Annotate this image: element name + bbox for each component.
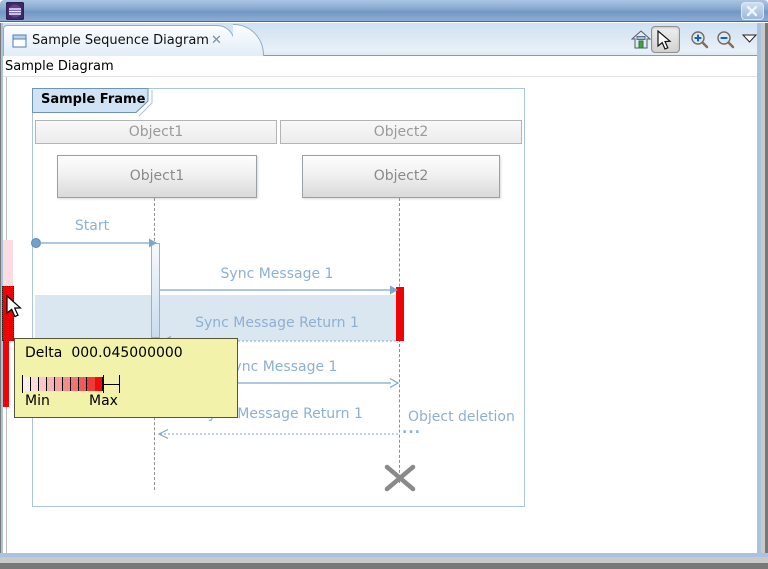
time-range-highlight <box>35 295 397 341</box>
tab-label: Sample Sequence Diagram <box>32 33 209 48</box>
lifeline-header-object1[interactable]: Object1 <box>35 120 277 144</box>
async-message-1-label[interactable]: Async Message 1 <box>216 359 338 375</box>
scale-end-tick <box>119 375 120 393</box>
scale-max-label: Max <box>89 393 118 409</box>
zoom-out-icon <box>717 31 735 49</box>
start-message-label[interactable]: Start <box>74 218 110 234</box>
zoom-in-button[interactable] <box>687 27 711 51</box>
scale-segment <box>39 377 47 391</box>
frame-label-pentagon[interactable] <box>32 88 166 117</box>
object-deletion-label[interactable]: Object deletion <box>408 409 515 425</box>
scale-segment <box>87 377 95 391</box>
window-border-left <box>0 23 1 569</box>
window-close-icon <box>746 5 758 17</box>
time-compression-segment-selected[interactable] <box>2 286 14 341</box>
sync-message-return-1-label[interactable]: Sync Message Return 1 <box>195 315 359 331</box>
sequence-view-icon <box>12 34 27 48</box>
window-border-bottom-outer <box>0 563 768 569</box>
delta-color-scale <box>22 374 120 394</box>
zoom-in-icon <box>691 31 709 49</box>
time-compression-segment-low[interactable] <box>3 240 13 287</box>
object1-activation-bar[interactable] <box>151 243 160 338</box>
window-border-bottom-inner <box>0 553 768 557</box>
delta-tooltip-text: Delta 000.045000000 <box>25 345 183 361</box>
window-border-right <box>761 23 765 569</box>
lifeline-header-object2[interactable]: Object2 <box>280 120 522 144</box>
window-border-right-outer <box>765 23 768 569</box>
zoom-out-button[interactable] <box>713 27 737 51</box>
select-tool-button[interactable] <box>651 26 680 53</box>
view-header: Sample Diagram <box>1 56 767 77</box>
tab-close-icon[interactable]: ✕ <box>211 33 222 48</box>
diagram-canvas[interactable]: Sample Frame Object1 Object2 Object1 Obj… <box>0 77 768 553</box>
delta-value: 000.045000000 <box>71 345 183 361</box>
scale-max-tick <box>103 375 104 393</box>
view-menu-button[interactable] <box>739 31 763 55</box>
scale-segment <box>31 377 39 391</box>
time-compression-segment-max[interactable] <box>3 341 9 407</box>
view-tab-bar: Sample Sequence Diagram ✕ <box>1 23 767 56</box>
sequence-frame[interactable]: Sample Frame Object1 Object2 Object1 Obj… <box>32 88 525 507</box>
pointer-select-icon <box>657 30 672 50</box>
view-menu-dropdown-icon <box>742 34 758 43</box>
scale-segment <box>63 377 71 391</box>
eclipse-logo-icon[interactable] <box>6 2 24 20</box>
object1-box[interactable]: Object1 <box>57 155 257 198</box>
scale-connector-line <box>104 383 119 385</box>
view-header-title: Sample Diagram <box>5 59 114 74</box>
scale-segment <box>79 377 87 391</box>
window-titlebar[interactable] <box>0 0 768 22</box>
scale-segment <box>55 377 63 391</box>
window-border-right-inner <box>757 23 761 569</box>
lifeline-continuation-dots: ... <box>402 421 421 437</box>
sync-message-1-label[interactable]: Sync Message 1 <box>220 266 334 282</box>
scale-segment <box>23 377 31 391</box>
delta-label: Delta <box>25 345 63 361</box>
object2-box[interactable]: Object2 <box>302 155 500 198</box>
window-border-bottom <box>0 557 768 563</box>
scale-min-label: Min <box>25 393 50 409</box>
home-button[interactable] <box>628 27 652 51</box>
scale-start-tick <box>22 375 23 393</box>
window-close-button[interactable] <box>741 2 764 20</box>
tab-sample-sequence-diagram[interactable]: Sample Sequence Diagram ✕ <box>3 24 264 56</box>
scale-segment <box>95 377 103 391</box>
scale-segment <box>47 377 55 391</box>
delta-tooltip: Delta 000.045000000 Min Max <box>14 338 238 418</box>
scale-segment <box>71 377 79 391</box>
object2-activation-bar-red[interactable] <box>396 287 404 341</box>
frame-label: Sample Frame <box>41 92 146 107</box>
home-icon <box>631 30 651 49</box>
